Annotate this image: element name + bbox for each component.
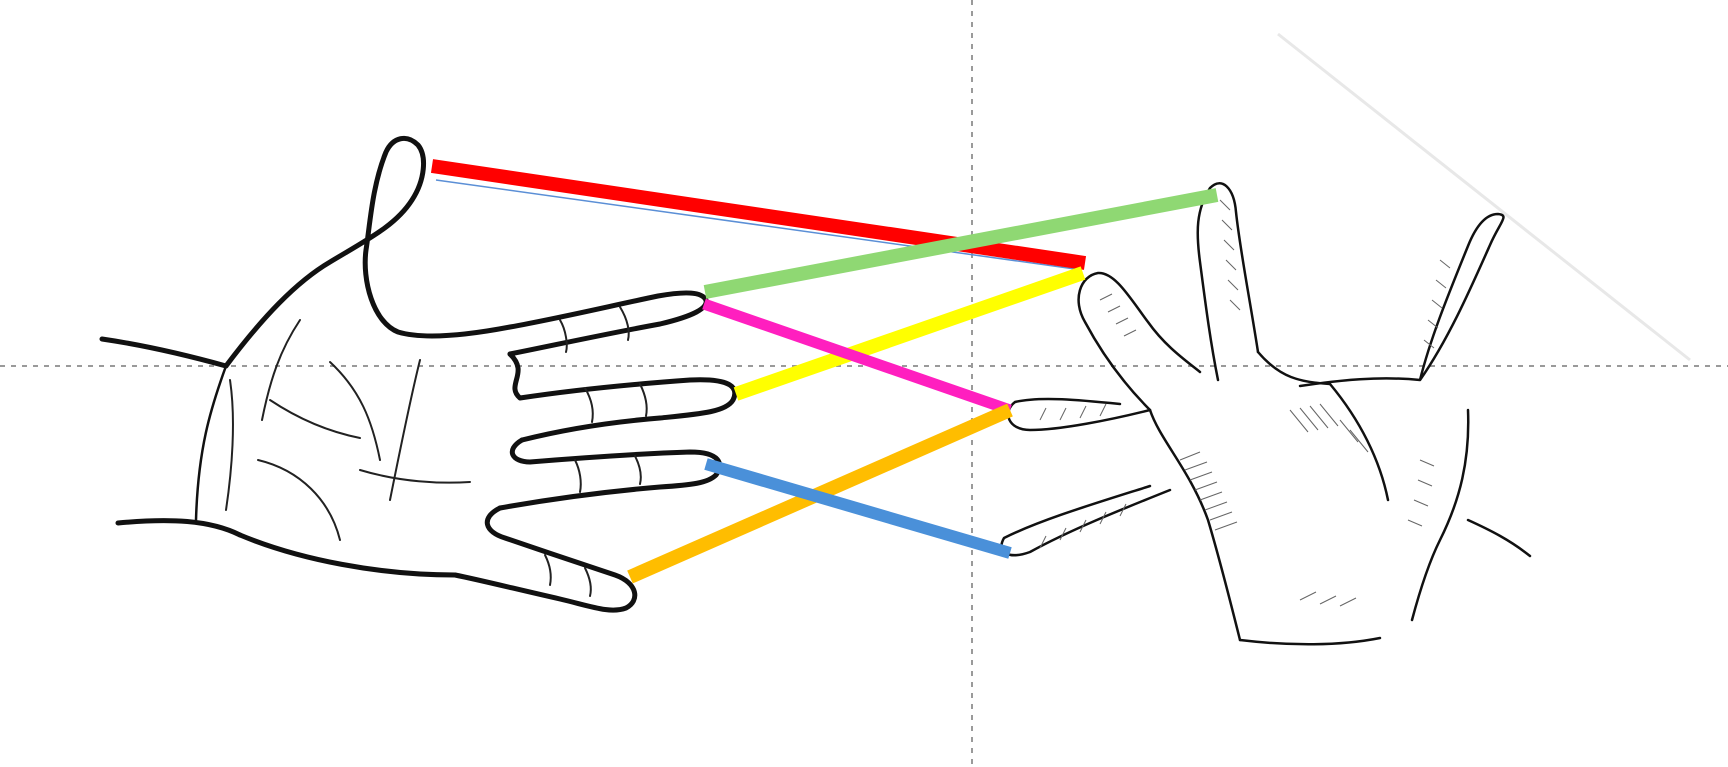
connector-yellow	[733, 266, 1086, 401]
connector-green	[703, 188, 1219, 299]
connector-red	[430, 159, 1087, 270]
right-hand-icon	[1000, 182, 1532, 646]
connector-magenta	[702, 298, 1012, 416]
connector-lines	[430, 159, 1219, 584]
thin-guide-line	[435, 179, 1083, 271]
connector-blue	[704, 458, 1012, 559]
photo-edge-line	[1277, 32, 1691, 362]
left-hand-icon	[99, 135, 738, 613]
